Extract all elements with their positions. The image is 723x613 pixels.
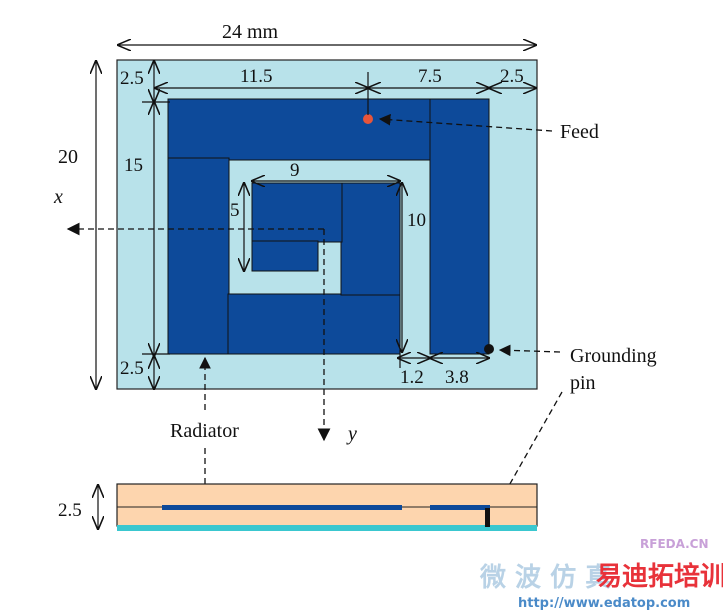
radiator-bottom-strip <box>227 293 401 355</box>
dimension-lines <box>96 45 536 389</box>
feed-point <box>363 114 373 124</box>
dim-right-margin: 2.5 <box>500 66 524 87</box>
radiator-pattern <box>167 98 490 355</box>
dim-left-segment: 11.5 <box>240 66 273 87</box>
radiator-side-right <box>430 505 490 510</box>
grounding-pin-side <box>485 508 490 527</box>
dim-total-width: 24 mm <box>222 21 279 43</box>
radiator-right-strip <box>429 98 490 355</box>
watermark-brand: 易迪拓培训 <box>596 562 723 592</box>
dim-strip-width: 3.8 <box>445 367 469 388</box>
radiator-label: Radiator <box>170 420 239 442</box>
grounding-label-line1: Grounding <box>570 345 657 367</box>
dim-side-thickness: 2.5 <box>58 500 82 521</box>
radiator-inner-top-strip <box>251 182 343 243</box>
watermark-chinese: 微 波 仿 真 <box>479 562 611 593</box>
dim-right-segment: 7.5 <box>418 66 442 87</box>
radiator-left-strip <box>167 157 230 355</box>
dim-total-height: 20 <box>58 146 78 168</box>
ground-plane-side <box>117 525 537 531</box>
watermark-url: http://www.edatop.com <box>518 596 690 611</box>
dim-bottom-margin: 2.5 <box>120 358 144 379</box>
dim-inner-height: 5 <box>230 200 240 221</box>
radiator-inner-right-strip <box>340 182 401 296</box>
radiator-top-strip <box>167 98 433 161</box>
dim-radiator-height: 15 <box>124 155 143 176</box>
coordinate-axes <box>66 222 331 442</box>
y-axis-label: y <box>346 423 357 445</box>
radiator-side-left <box>162 505 402 510</box>
dim-top-margin: 2.5 <box>120 68 144 89</box>
feed-label: Feed <box>560 121 599 143</box>
watermark: RFEDA.CN 微 波 仿 真 易迪拓培训 http://www.edatop… <box>479 537 723 611</box>
dim-inner-width: 9 <box>290 160 300 181</box>
dim-gap-width: 1.2 <box>400 367 424 388</box>
watermark-top: RFEDA.CN <box>640 537 709 551</box>
dim-middle-height: 10 <box>407 210 426 231</box>
grounding-label-line2: pin <box>570 372 596 394</box>
radiator-inner-tail <box>251 240 319 272</box>
x-axis-label: x <box>53 186 63 208</box>
grounding-pin-point <box>484 344 494 354</box>
